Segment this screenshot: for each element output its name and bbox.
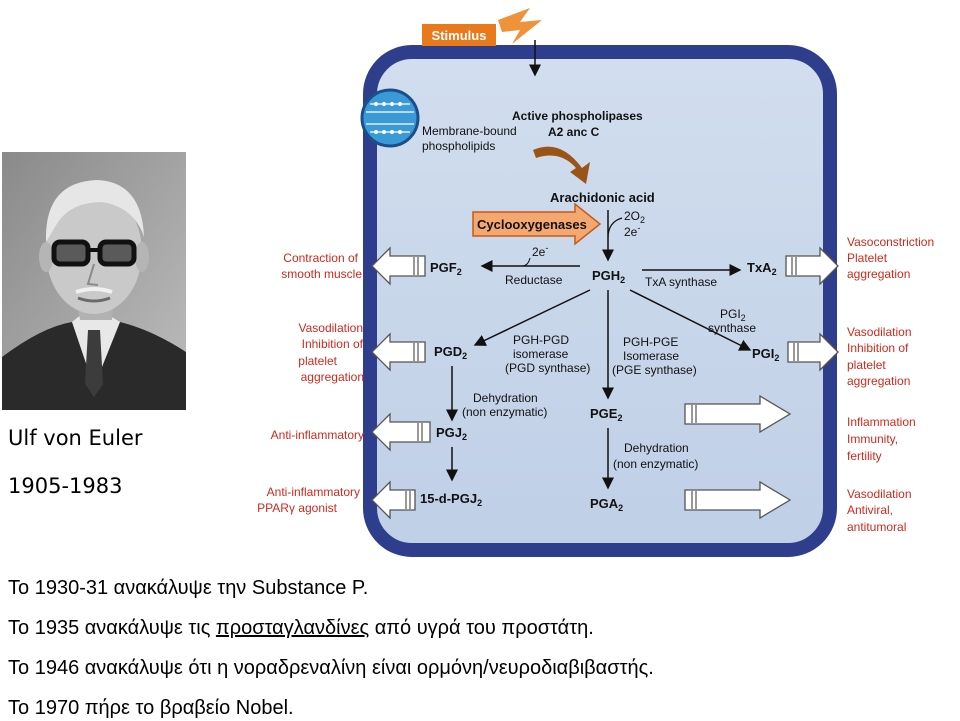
pgf2-node: PGF2: [430, 260, 462, 277]
effect-right-1b: Platelet: [847, 251, 888, 265]
effect-right-3b: Immunity,: [847, 432, 898, 446]
effect-right-2a: Vasodilation: [847, 325, 912, 339]
arachidonic-acid-label: Arachidonic acid: [550, 190, 655, 205]
note-line-2-pre: Το 1935 ανακάλυψε τις: [8, 617, 216, 639]
txa-synthase-label: TxA synthase: [645, 275, 717, 289]
stimulus-label: Stimulus: [432, 28, 487, 43]
effect-arrow-right-2: [787, 332, 839, 372]
txa2-node: TxA2: [747, 260, 777, 277]
effect-arrow-left-4: [371, 480, 416, 520]
pgd-isomerase-label-1: PGH-PGD: [513, 333, 569, 347]
note-line-2-post: από υγρά του προστάτη.: [369, 617, 594, 639]
effect-right-4c: antitumoral: [847, 520, 906, 534]
portrait-photo: [2, 152, 186, 410]
oxygen-label: 2O2: [624, 209, 645, 225]
effect-right-2b: Inhibition of: [847, 341, 909, 355]
note-line-1: Το 1930-31 ανακάλυψε την Substance P.: [8, 577, 369, 599]
person-years: 1905-1983: [8, 474, 123, 498]
curved-arrow-icon: [533, 146, 590, 184]
lightning-bolt-icon: [498, 8, 542, 44]
effect-arrow-right-4: [684, 480, 792, 520]
effect-right-4a: Vasodilation: [847, 487, 912, 501]
cyclooxygenases-arrow: [472, 202, 602, 246]
effect-left-2b: Inhibition of: [302, 337, 364, 351]
effect-right-2d: aggregation: [847, 374, 910, 388]
effect-left-4a: Anti-inflammatory: [267, 485, 360, 499]
effect-arrow-left-3: [371, 412, 431, 452]
pge-isomerase-label-3: (PGE synthase): [612, 363, 697, 377]
reductase-label: Reductase: [505, 273, 563, 287]
effect-right-3a: Inflammation: [847, 415, 916, 429]
note-line-2: Το 1935 ανακάλυψε τις προσταγλανδίνες απ…: [8, 617, 594, 640]
effect-left-1a: Contraction of: [283, 251, 358, 265]
dpgj2-node: 15-d-PGJ2: [420, 491, 482, 508]
effect-right-1c: aggregation: [847, 267, 910, 281]
pgh2-node: PGH2: [592, 268, 625, 285]
pge-isomerase-label-2: Isomerase: [623, 349, 679, 363]
effect-right-3c: fertility: [847, 449, 882, 463]
effect-left-4b: PPARγ agonist: [257, 501, 337, 515]
cyclooxygenases-label: Cyclooxygenases: [477, 217, 587, 232]
effect-right-2c: platelet: [847, 358, 886, 372]
effect-left-3: Anti-inflammatory: [271, 428, 364, 442]
note-line-3: Το 1946 ανακάλυψε ότι η νοραδρεναλίνη εί…: [8, 657, 654, 679]
dehydration-label-a-2: (non enzymatic): [462, 405, 547, 419]
effect-arrow-left-1: [371, 246, 426, 286]
pge-isomerase-label-1: PGH-PGE: [623, 335, 678, 349]
pgi2-synthase-label-2: synthase: [708, 321, 756, 335]
prostaglandins-link[interactable]: προσταγλανδίνες: [215, 617, 370, 639]
stimulus-banner: [422, 24, 496, 46]
note-line-4: Το 1970 πήρε το βραβείο Nobel.: [8, 697, 294, 719]
dehydration-label-b-1: Dehydration: [624, 441, 689, 455]
prostaglandin-pathway-diagram: Stimulus Membrane-bound phospholipids Ac…: [257, 8, 934, 557]
effect-arrow-right-1: [785, 246, 839, 286]
dehydration-label-b-2: (non enzymatic): [613, 457, 698, 471]
effect-left-1b: smooth muscle: [281, 267, 362, 281]
lipid-bilayer-icon: [360, 88, 420, 148]
effect-left-2d: aggregation: [301, 370, 364, 384]
phospholipases-label-2: A2 anc C: [548, 125, 600, 139]
pgd-isomerase-label-2: isomerase: [513, 347, 569, 361]
membrane-label-1: Membrane-bound: [422, 124, 517, 138]
effect-right-4b: Antiviral,: [847, 503, 893, 517]
pga2-node: PGA2: [590, 496, 623, 513]
pge2-node: PGE2: [590, 406, 622, 423]
pgj2-node: PGJ2: [436, 425, 467, 442]
effect-left-2c: platelet: [298, 354, 337, 368]
phospholipases-label-1: Active phospholipases: [512, 109, 643, 123]
effect-arrow-right-3: [684, 394, 792, 434]
electron-label-2: 2e-: [532, 243, 548, 259]
effect-left-2a: Vasodilation: [299, 321, 364, 335]
membrane-label-2: phospholipids: [422, 139, 495, 153]
cell-outline: [363, 45, 837, 557]
person-name: Ulf von Euler: [8, 426, 143, 450]
pgi2-node: PGI2: [752, 346, 779, 363]
pgi2-synthase-label-1: PGI2: [720, 307, 746, 323]
pgd2-node: PGD2: [434, 344, 467, 361]
electron-label-1: 2e-: [624, 223, 640, 239]
pgd-isomerase-label-3: (PGD synthase): [505, 361, 590, 375]
effect-arrow-left-2: [371, 332, 426, 372]
effect-right-1a: Vasoconstriction: [847, 235, 934, 249]
dehydration-label-a-1: Dehydration: [473, 391, 538, 405]
